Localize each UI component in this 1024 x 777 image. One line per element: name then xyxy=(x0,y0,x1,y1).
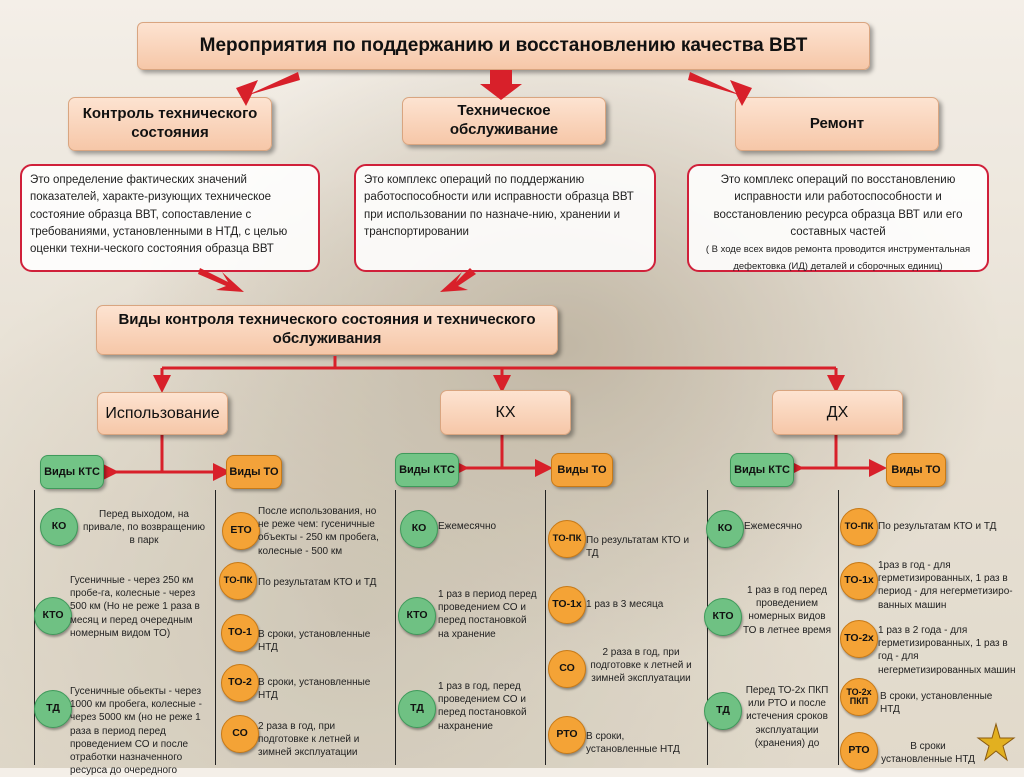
to-text: 1раз в год - для герметизированных, 1 ра… xyxy=(878,560,1013,611)
to-circle: ТО-1 xyxy=(221,614,259,652)
to-kinds-dh: Виды ТО xyxy=(886,453,946,487)
ktc-circle: ТД xyxy=(34,690,72,728)
ktc-circle: ТД xyxy=(704,692,742,730)
ktc-kinds-dh: Виды КТС xyxy=(730,453,794,487)
ktc-text: 1 раз в период перед проведением СО и пе… xyxy=(438,589,537,640)
arrow-title-right xyxy=(688,72,752,106)
to-circle: СО xyxy=(548,650,586,688)
to-text: В сроки, установленные НТД xyxy=(586,731,680,756)
arrow-to-section-center xyxy=(440,268,476,292)
bracket-line xyxy=(395,490,396,765)
to-text: По результатам КТО и ТД xyxy=(586,535,690,560)
arrow-title-center xyxy=(480,70,522,100)
ktc-circle: КТО xyxy=(398,597,436,635)
to-circle: ТО-ПК xyxy=(219,562,257,600)
to-circle: ТО-1х xyxy=(840,562,878,600)
star-icon xyxy=(976,722,1016,762)
category-maintenance: Техническое обслуживание xyxy=(402,97,606,145)
bracket-line xyxy=(215,490,216,765)
mode-kh: КХ xyxy=(440,390,571,435)
to-circle: ТО-2 xyxy=(221,664,259,702)
main-title: Мероприятия по поддержанию и восстановле… xyxy=(137,22,870,70)
ktc-text: Ежемесячно xyxy=(438,521,497,532)
ktc-kinds-use: Виды КТС xyxy=(40,455,104,489)
category-repair: Ремонт xyxy=(735,97,939,151)
category-control: Контроль технического состояния xyxy=(68,97,272,151)
to-circle: РТО xyxy=(548,716,586,754)
section-title: Виды контроля технического состояния и т… xyxy=(96,305,558,355)
arrow-title-left xyxy=(236,72,300,106)
ktc-circle: КО xyxy=(706,510,744,548)
to-text: 2 раза в год, при подготовке к летней и … xyxy=(590,647,692,685)
ktc-circle: КО xyxy=(400,510,438,548)
ktc-circle: ТД xyxy=(398,690,436,728)
to-text: В сроки, установленные НТД xyxy=(258,677,371,702)
to-text: 1 раз в 2 года - для герметизированных, … xyxy=(878,625,1016,676)
to-circle: ТО-ПК xyxy=(548,520,586,558)
to-kinds-kh: Виды ТО xyxy=(551,453,613,487)
to-text: В сроки установленные НТД xyxy=(881,741,975,766)
ktc-text: 1 раз в год, перед проведением СО и пере… xyxy=(438,681,527,732)
to-circle: СО xyxy=(221,715,259,753)
ktc-kinds-kh: Виды КТС xyxy=(395,453,459,487)
to-circle: РТО xyxy=(840,732,878,770)
description-repair: Это комплекс операций по восстановлению … xyxy=(687,164,989,272)
to-circle: ЕТО xyxy=(222,512,260,550)
ktc-circle: КТО xyxy=(34,597,72,635)
mode-dh: ДХ xyxy=(772,390,903,435)
to-text: 1 раз в 3 месяца xyxy=(586,599,664,610)
to-text: В сроки, установленные НТД xyxy=(880,691,993,716)
ktc-text: Ежемесячно xyxy=(744,521,803,532)
bracket-line xyxy=(34,490,35,765)
ktc-text: Гусеничные обьекты - через 1000 км пробе… xyxy=(70,686,202,777)
to-text: 2 раза в год, при подготовке к летней и … xyxy=(258,721,360,759)
mode-use: Использование xyxy=(97,392,228,435)
to-kinds-use: Виды ТО xyxy=(226,455,282,489)
bracket-line xyxy=(545,490,546,765)
description-control: Это определение фактических значений пок… xyxy=(20,164,320,272)
ktc-text: Перед выходом, на привале, по возвращени… xyxy=(83,509,205,547)
ktc-circle: КТО xyxy=(704,598,742,636)
to-text: В сроки, установленные НТД xyxy=(258,629,371,654)
arrow-to-section-left xyxy=(198,268,244,292)
to-circle: ТО-1х xyxy=(548,586,586,624)
bracket-line xyxy=(838,490,839,765)
ktc-text: Гусеничные - через 250 км пробе-га, коле… xyxy=(70,575,200,639)
ktc-circle: КО xyxy=(40,508,78,546)
to-circle: ТО-2х xyxy=(840,620,878,658)
repair-note: ( В ходе всех видов ремонта проводится и… xyxy=(705,244,971,273)
ktc-text: 1 раз в год перед проведением номерных в… xyxy=(742,585,832,636)
ktc-text: Перед ТО-2х ПКП или РТО и после истечени… xyxy=(745,685,829,749)
to-text: По результатам КТО и ТД xyxy=(258,577,377,588)
to-circle: ТО-2х ПКП xyxy=(840,678,878,716)
description-maintenance: Это комплекс операций по поддержанию раб… xyxy=(354,164,656,272)
to-circle: ТО-ПК xyxy=(840,508,878,546)
to-text: По результатам КТО и ТД xyxy=(878,521,997,532)
to-text: После использования, но не реже чем: гус… xyxy=(258,506,379,557)
